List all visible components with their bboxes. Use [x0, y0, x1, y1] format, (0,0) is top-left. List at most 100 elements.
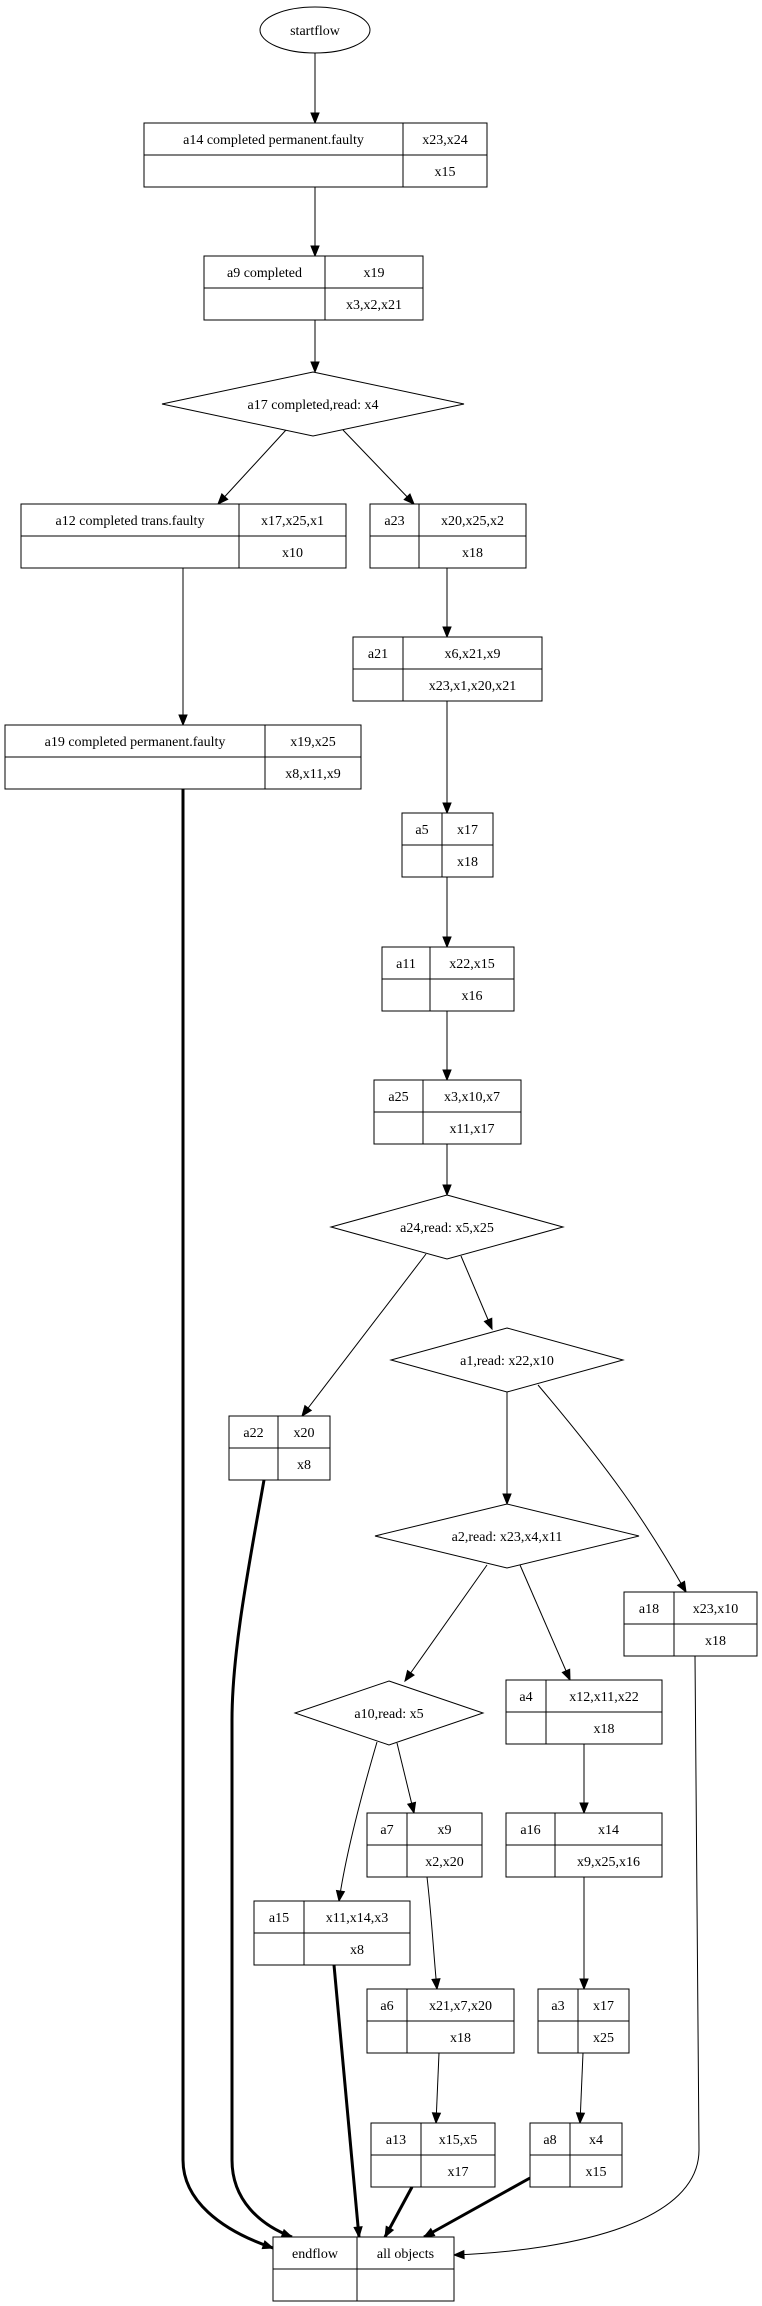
- arrowhead-icon: [310, 245, 320, 258]
- node-label: a24,read: x5,x25: [400, 1221, 494, 1236]
- node-bottom-vars: x8: [297, 1458, 311, 1473]
- node-shape: [374, 1503, 640, 1569]
- node-top-vars: x19: [364, 266, 385, 281]
- node-a9[interactable]: a9 completed x19 x3,x2,x21: [203, 255, 424, 321]
- edge-a6-to-a13: [431, 2052, 442, 2125]
- arrowhead-icon: [406, 1801, 417, 1815]
- arrowhead-icon: [676, 1580, 687, 1594]
- arrowhead-icon: [442, 1184, 452, 1197]
- edge-line: [301, 1253, 427, 1417]
- edge-line: [426, 1876, 438, 1990]
- edge-a7-to-a6: [426, 1876, 441, 1991]
- node-top-vars: x17,x25,x1: [261, 514, 324, 529]
- arrowhead-icon: [384, 2225, 395, 2239]
- node-top-vars: x19,x25: [290, 735, 336, 750]
- node-name: a18: [639, 1602, 659, 1617]
- node-a24[interactable]: a24,read: x5,x25: [329, 1194, 565, 1260]
- edge-line: [404, 1564, 488, 1682]
- node-name: a23: [384, 514, 404, 529]
- node-name: a11: [396, 957, 416, 972]
- edge-a2-to-a4: [519, 1564, 571, 1682]
- edge-a24-to-a22: [301, 1253, 427, 1418]
- edge-line: [396, 1742, 415, 1814]
- node-bottom-vars: x18: [450, 2031, 471, 2046]
- edge-a12-to-a19: [178, 568, 188, 727]
- node-top-vars: x3,x10,x7: [444, 1090, 500, 1105]
- arrowhead-icon: [442, 626, 452, 639]
- edge-a1-to-a18: [537, 1384, 687, 1594]
- node-a10[interactable]: a10,read: x5: [293, 1680, 485, 1746]
- node-a1[interactable]: a1,read: x22,x10: [389, 1327, 625, 1393]
- arrowhead-icon: [335, 1889, 346, 1903]
- node-label: a1,read: x22,x10: [460, 1354, 554, 1369]
- edge-a5-to-a11: [442, 877, 452, 949]
- arrowhead-icon: [310, 361, 320, 374]
- node-a2[interactable]: a2,read: x23,x4,x11: [374, 1503, 640, 1569]
- edge-a19-to-endflow: [181, 789, 275, 2250]
- arrowhead-icon: [301, 1404, 313, 1418]
- node-name: a15: [269, 1911, 289, 1926]
- node-bottom-vars: x25: [593, 2031, 614, 2046]
- edge-a8-to-endflow: [422, 2176, 531, 2239]
- arrowhead-icon: [502, 1493, 512, 1506]
- node-label: a2,read: x23,x4,x11: [452, 1530, 563, 1545]
- arrowhead-icon: [483, 1317, 493, 1331]
- node-label: a10,read: x5: [354, 1707, 423, 1722]
- arrowhead-icon: [217, 493, 229, 505]
- edge-a11-to-a25: [442, 1011, 452, 1082]
- node-bottom-vars: x10: [282, 546, 303, 561]
- node-top-vars: x21,x7,x20: [429, 1999, 492, 2014]
- edge-a10-to-a7: [396, 1742, 417, 1815]
- arrowhead-icon: [442, 936, 452, 949]
- edge-a17-to-a23: [342, 429, 415, 505]
- edge-line: [230, 1479, 293, 2239]
- node-top-vars: x17: [593, 1999, 614, 2014]
- node-name: a6: [380, 1999, 393, 2014]
- node-name: a8: [543, 2133, 556, 2148]
- arrowhead-icon: [353, 2226, 363, 2239]
- arrowhead-icon: [178, 714, 188, 727]
- edge-line: [453, 1655, 700, 2256]
- node-label: a17 completed,read: x4: [247, 398, 378, 413]
- node-a6[interactable]: a6 x21,x7,x20 x18: [366, 1988, 515, 2054]
- node-top-vars: x20,x25,x2: [441, 514, 504, 529]
- node-name: a9 completed: [227, 266, 302, 281]
- edge-a10-to-a15: [335, 1741, 378, 1903]
- arrowhead-icon: [579, 1978, 589, 1991]
- node-name: a16: [520, 1823, 540, 1838]
- arrowhead-icon: [280, 2228, 294, 2238]
- node-name: a4: [519, 1690, 532, 1705]
- arrowhead-icon: [403, 493, 415, 505]
- edge-line: [342, 429, 415, 505]
- node-name: a13: [386, 2133, 406, 2148]
- node-startflow[interactable]: startflow: [259, 6, 371, 54]
- node-top-vars: x12,x11,x22: [569, 1690, 638, 1705]
- edge-a14-to-a9: [310, 187, 320, 258]
- node-a17[interactable]: a17 completed,read: x4: [161, 371, 465, 437]
- edge-a21-to-a5: [442, 701, 452, 815]
- edge-line: [519, 1564, 571, 1681]
- node-bottom-vars: x8,x11,x9: [285, 767, 340, 782]
- node-bottom-vars: x3,x2,x21: [346, 298, 402, 313]
- node-top-vars: x22,x15: [449, 957, 495, 972]
- node-name: a14 completed permanent.faulty: [183, 133, 364, 148]
